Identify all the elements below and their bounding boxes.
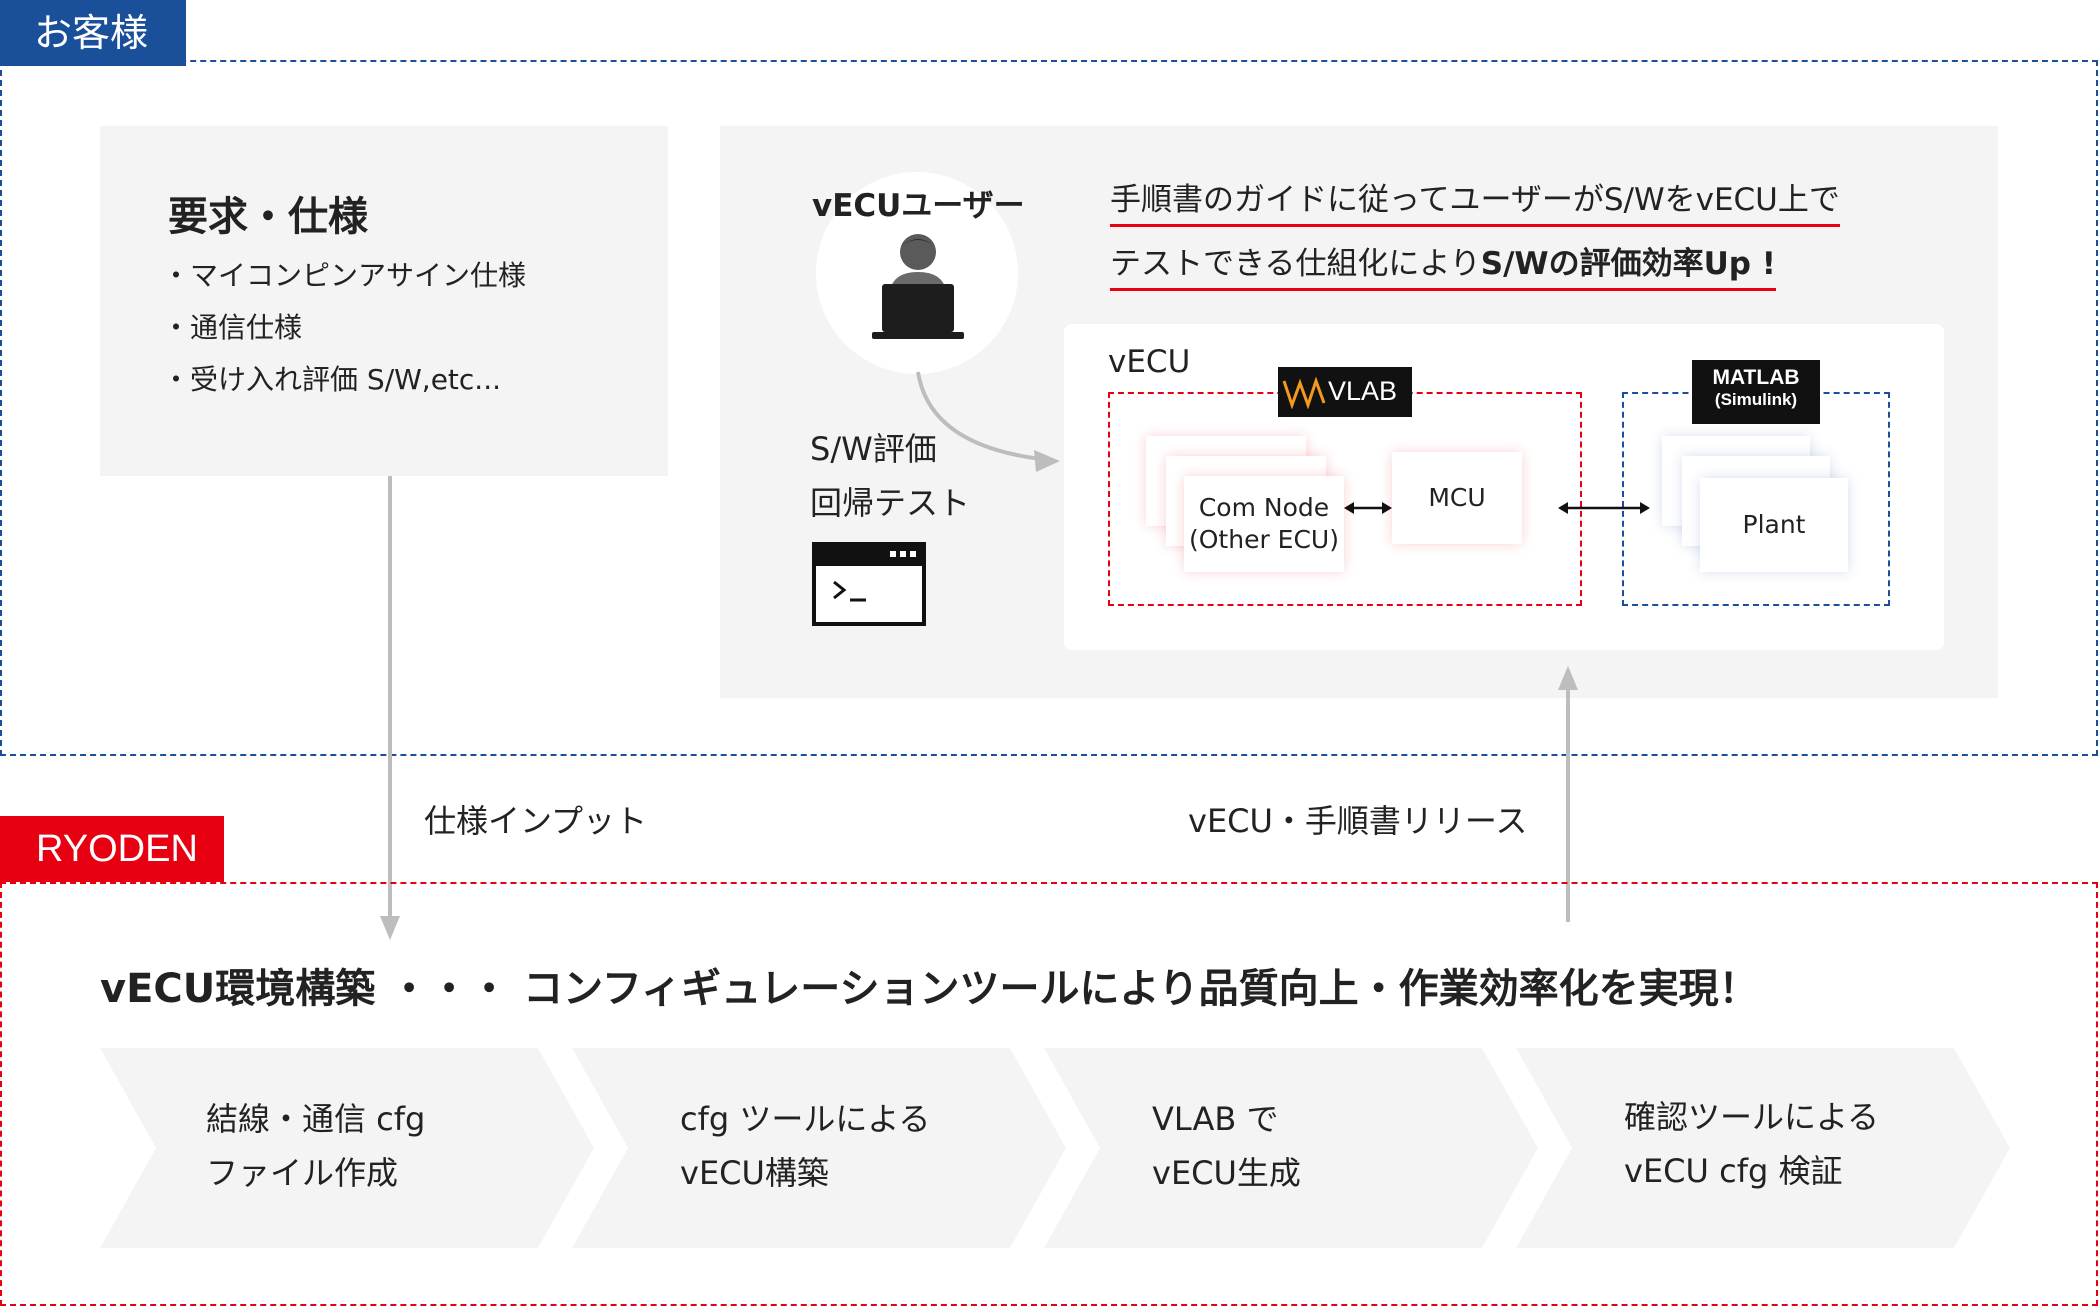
headline-prefix: テストできる仕組化により bbox=[1110, 246, 1481, 282]
step-3-text: VLAB で vECU生成 bbox=[1152, 1100, 1301, 1192]
spec-input-arrow bbox=[380, 476, 400, 940]
process-step bbox=[1044, 1048, 1538, 1248]
vlab-logo: VLAB bbox=[1278, 367, 1412, 417]
ryoden-title: vECU環境構築 ・・・ コンフィギュレーションツールにより品質向上・作業効率化… bbox=[100, 966, 1759, 1012]
matlab-logo: MATLAB (Simulink) bbox=[1692, 360, 1820, 424]
user-icon bbox=[872, 234, 964, 339]
vlab-wave-icon bbox=[1282, 376, 1326, 409]
spec-title: 要求・仕様 bbox=[168, 194, 368, 240]
user-label: vECUユーザー bbox=[812, 188, 1025, 224]
ryoden-zone bbox=[0, 882, 2098, 1306]
laptop-icon bbox=[882, 284, 954, 332]
bidirectional-arrow-icon bbox=[1344, 502, 1392, 514]
release-label: vECU・手順書リリース bbox=[1188, 802, 1528, 840]
ryoden-tag: RYODEN bbox=[0, 816, 224, 882]
customer-zone bbox=[0, 60, 2098, 756]
bidirectional-arrow-icon bbox=[1558, 502, 1650, 514]
headline-line-1: 手順書のガイドに従ってユーザーがS/WをvECU上で bbox=[1110, 180, 1840, 227]
process-step bbox=[572, 1048, 1066, 1248]
spec-list: マイコンピンアサイン仕様 通信仕様 受け入れ評価 S/W,etc... bbox=[162, 250, 526, 406]
activity-line-1: S/W評価 bbox=[810, 430, 937, 468]
com-node-card: Com Node (Other ECU) bbox=[1184, 476, 1344, 572]
process-step bbox=[1516, 1048, 2010, 1248]
usage-arrow bbox=[916, 371, 1060, 472]
step-4-text: 確認ツールによる vECU cfg 検証 bbox=[1624, 1098, 1880, 1190]
plant-card: Plant bbox=[1700, 478, 1848, 572]
process-step bbox=[100, 1048, 594, 1248]
terminal-icon bbox=[812, 542, 926, 626]
spec-item: 受け入れ評価 S/W,etc... bbox=[162, 354, 526, 406]
vecu-label: vECU bbox=[1108, 344, 1191, 380]
step-2-text: cfg ツールによる vECU構築 bbox=[680, 1100, 931, 1192]
step-1-text: 結線・通信 cfg ファイル作成 bbox=[206, 1100, 426, 1192]
spec-item: マイコンピンアサイン仕様 bbox=[162, 250, 526, 302]
spec-item: 通信仕様 bbox=[162, 302, 526, 354]
mcu-card: MCU bbox=[1392, 452, 1522, 544]
headline-line-2: テストできる仕組化によりS/Wの評価効率Up ! bbox=[1110, 244, 1776, 291]
spec-input-label: 仕様インプット bbox=[424, 802, 648, 840]
customer-tag: お客様 bbox=[0, 0, 186, 66]
activity-line-2: 回帰テスト bbox=[810, 484, 971, 522]
headline-emphasis: S/Wの評価効率Up ! bbox=[1480, 246, 1776, 282]
